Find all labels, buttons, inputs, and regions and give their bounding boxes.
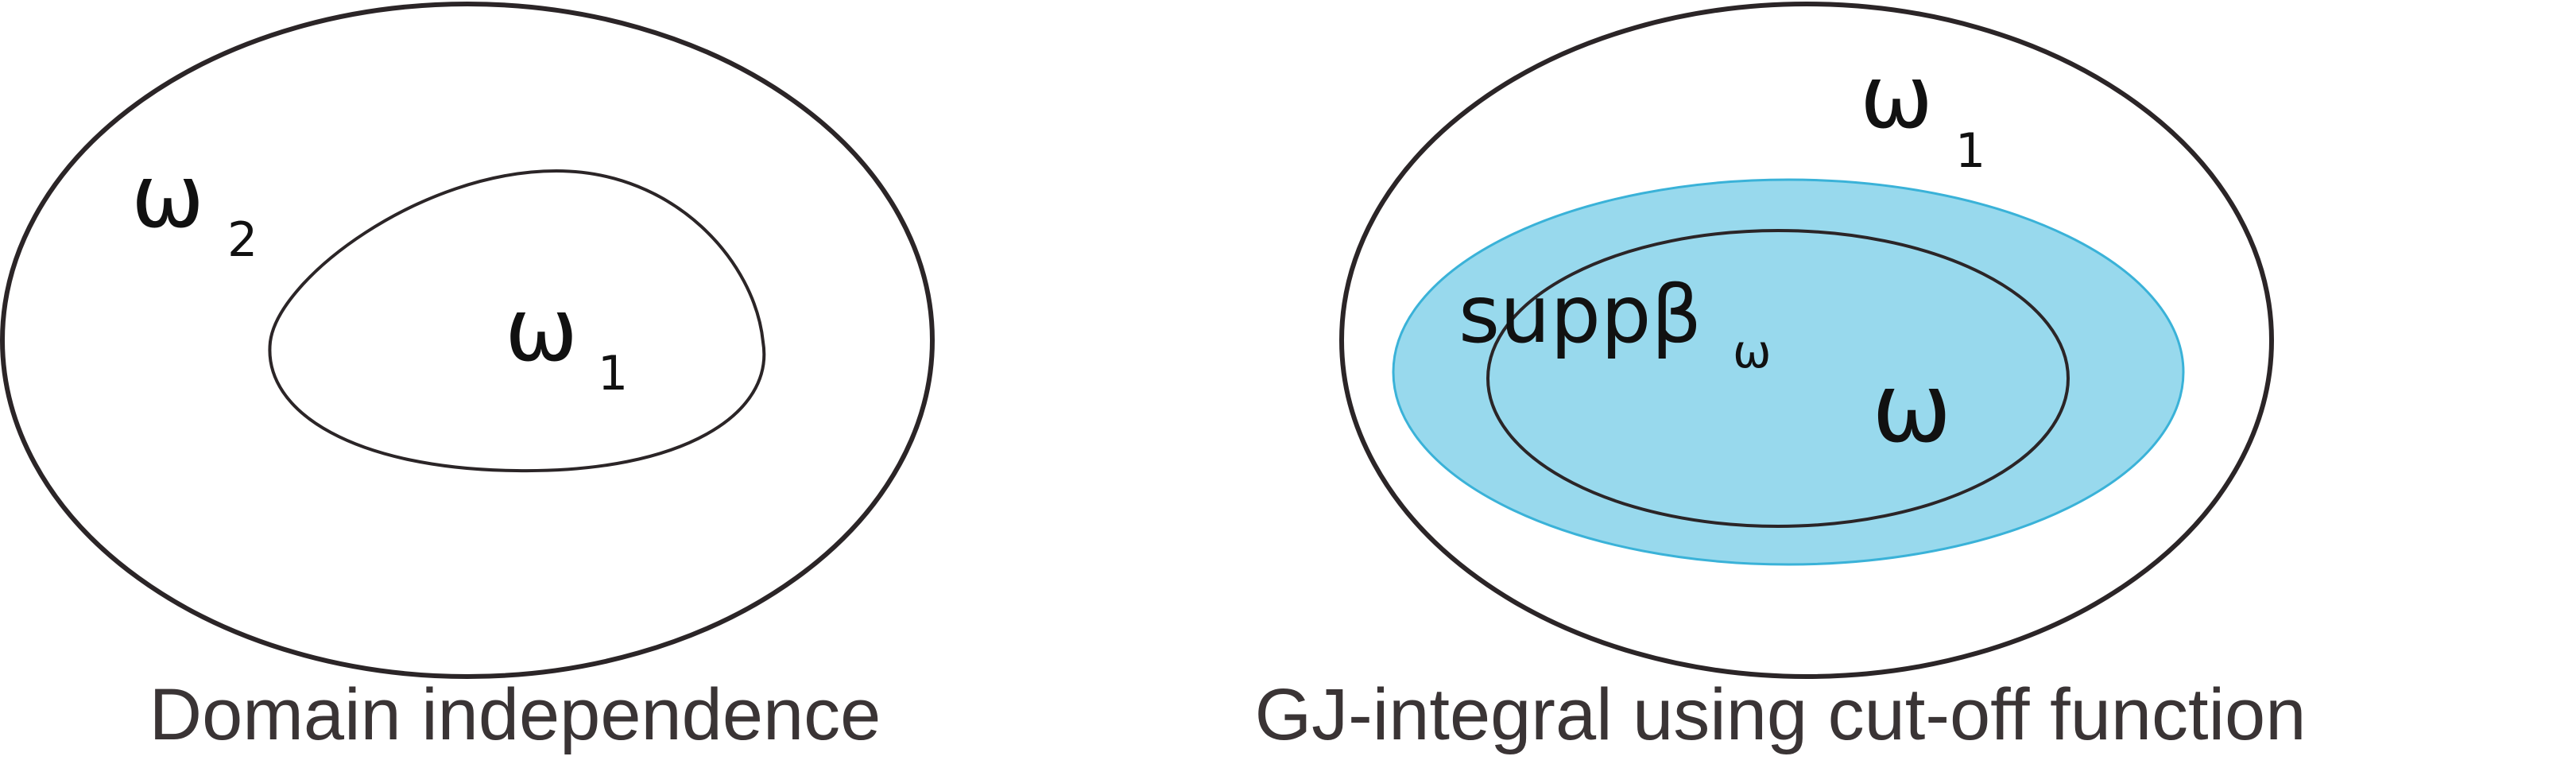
- left-outer-domain: [0, 2, 935, 679]
- left-caption: Domain independence: [149, 674, 881, 755]
- left-panel: ω 2 ω 1 Domain independence: [0, 2, 935, 755]
- right-inner-domain: [1486, 229, 2070, 528]
- left-outer-label-subscript: 2: [227, 212, 258, 268]
- support-label-subscript: ω: [1733, 324, 1772, 378]
- right-outer-label-subscript: 1: [1955, 123, 1985, 179]
- right-support-region: [1392, 178, 2185, 566]
- left-outer-label: ω: [131, 145, 204, 247]
- left-inner-label-subscript: 1: [598, 346, 628, 401]
- right-outer-domain: [1339, 2, 2274, 679]
- right-outer-label: ω: [1860, 46, 1933, 148]
- right-panel: ω 1 suppβ ω ω GJ-integral using cut-off …: [1255, 2, 2307, 755]
- left-inner-domain: [268, 169, 766, 473]
- right-caption: GJ-integral using cut-off function: [1255, 674, 2307, 755]
- support-label: suppβ: [1458, 268, 1702, 361]
- left-inner-label: ω: [505, 279, 578, 381]
- right-inner-label: ω: [1872, 354, 1952, 464]
